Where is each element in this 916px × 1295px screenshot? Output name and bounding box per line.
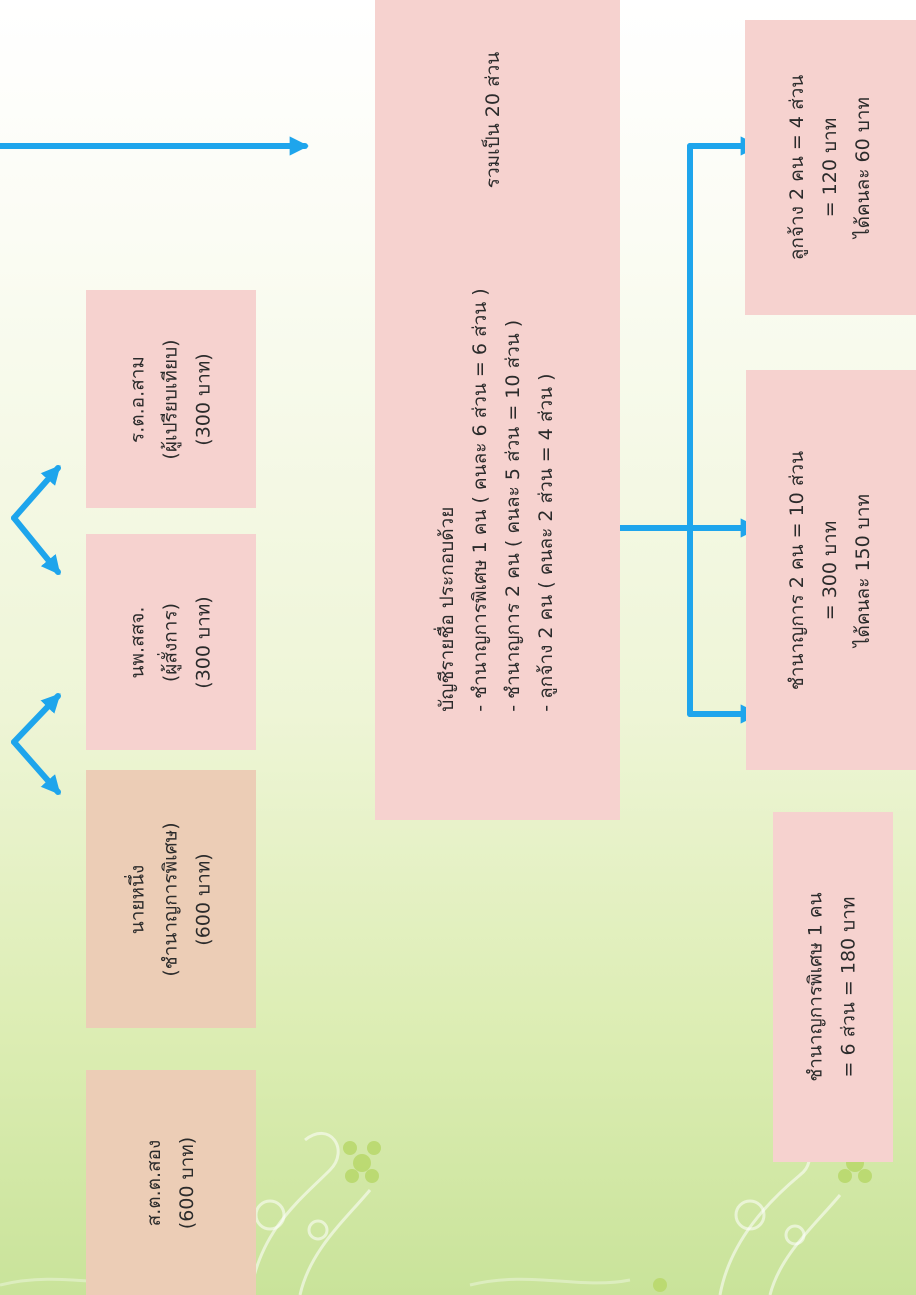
- person-amount: (600 บาท): [175, 1136, 198, 1229]
- result-box-staff: ลูกจ้าง 2 คน = 4 ส่วน = 120 บาท ได้คนละ …: [745, 20, 916, 315]
- result-line: = 120 บาท: [819, 117, 842, 218]
- person-amount: (300 บาท): [192, 595, 215, 689]
- person-box-sor-tor-tor-song: ส.ต.ต.สอง (600 บาท): [86, 1070, 256, 1295]
- person-name: นายหนึ่ง: [126, 864, 149, 934]
- person-box-nor-por-sor-sor-jor: นพ.สสจ. (ผู้สั่งการ) (300 บาท): [86, 534, 256, 750]
- person-role: (ชำนาญการพิเศษ): [159, 821, 182, 977]
- person-amount: (300 บาท): [192, 352, 215, 446]
- result-line: ชำนาญการ 2 คน = 10 ส่วน: [786, 450, 809, 690]
- person-name: นพ.สสจ.: [126, 606, 149, 678]
- result-line: ได้คนละ 60 บาท: [852, 97, 875, 238]
- person-box-nai-nueng: นายหนึ่ง (ชำนาญการพิเศษ) (600 บาท): [86, 770, 256, 1028]
- person-name: ร.ต.อ.สาม: [126, 355, 149, 443]
- account-row-expert: - ชำนาญการ 2 คน ( คนละ 5 ส่วน = 10 ส่วน …: [502, 319, 524, 712]
- result-line: = 6 ส่วน = 180 บาท: [838, 896, 861, 1078]
- result-box-expert: ชำนาญการ 2 คน = 10 ส่วน = 300 บาท ได้คนล…: [746, 370, 916, 770]
- split-arrow-top-left: [11, 515, 61, 575]
- result-line: ลูกจ้าง 2 คน = 4 ส่วน: [786, 74, 809, 261]
- split-arrow-bottom-left: [11, 739, 61, 795]
- person-role: (ผู้สั่งการ): [159, 602, 182, 682]
- account-heading: บัญชีรายชื่อ ประกอบด้วย: [436, 506, 458, 712]
- person-box-ror-tor-or-sam: ร.ต.อ.สาม (ผู้เปรียบเทียบ) (300 บาท): [86, 290, 256, 508]
- person-name: ส.ต.ต.สอง: [142, 1139, 165, 1226]
- total-label: รวมเป็น 20 ส่วน: [482, 51, 504, 189]
- account-list-box: บัญชีรายชื่อ ประกอบด้วย - ชำนาญการพิเศษ …: [375, 0, 620, 820]
- split-arrow-bottom-right: [11, 693, 61, 745]
- result-line: = 300 บาท: [819, 520, 842, 620]
- result-line: ชำนาญการพิเศษ 1 คน: [805, 892, 828, 1082]
- account-row-staff: - ลูกจ้าง 2 คน ( คนละ 2 ส่วน = 4 ส่วน ): [535, 373, 557, 712]
- split-arrow-top-right: [11, 465, 61, 521]
- account-row-special: - ชำนาญการพิเศษ 1 คน ( คนละ 6 ส่วน = 6 ส…: [469, 288, 491, 712]
- person-role: (ผู้เปรียบเทียบ): [159, 338, 182, 460]
- result-line: ได้คนละ 150 บาท: [852, 493, 875, 647]
- person-amount: (600 บาท): [192, 852, 215, 946]
- result-box-special: ชำนาญการพิเศษ 1 คน = 6 ส่วน = 180 บาท: [773, 812, 893, 1162]
